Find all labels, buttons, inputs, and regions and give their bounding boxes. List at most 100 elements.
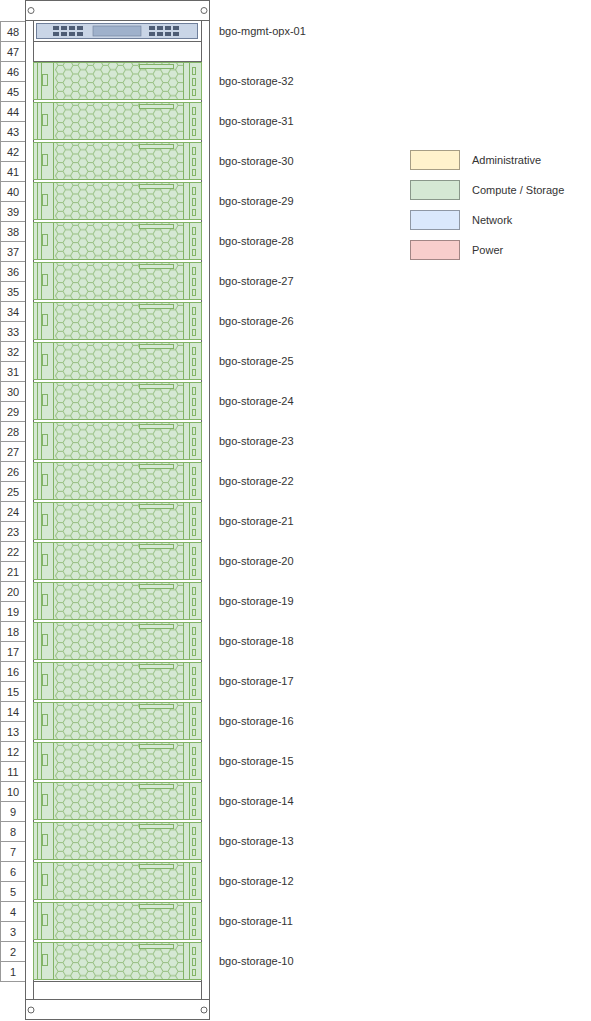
server-led — [193, 410, 196, 416]
server-handle — [43, 475, 48, 486]
storage-server: bgo-storage-28 — [33, 221, 333, 261]
server-divider — [183, 383, 184, 419]
server-illustration — [33, 101, 202, 141]
server-grille — [55, 143, 183, 179]
server-divider — [183, 743, 184, 779]
storage-server: bgo-storage-23 — [33, 421, 333, 461]
server-ear — [189, 463, 190, 499]
server-led — [193, 690, 196, 696]
server-chassis — [34, 743, 202, 780]
unit-number: 27 — [7, 446, 19, 458]
unit-number: 6 — [10, 866, 16, 878]
server-label-holder: bgo-storage-18 — [219, 621, 294, 661]
unit-number-cell: 34 — [0, 301, 25, 321]
server-led — [193, 919, 196, 926]
server-bar — [140, 785, 174, 789]
server-divider — [53, 263, 54, 299]
server-divider — [183, 223, 184, 259]
server-chassis — [34, 703, 202, 740]
server-ear — [189, 583, 190, 619]
server-chassis — [34, 503, 202, 540]
storage-server: bgo-storage-15 — [33, 741, 333, 781]
unit-number-cell: 11 — [0, 761, 25, 781]
storage-server: bgo-storage-19 — [33, 581, 333, 621]
server-divider — [53, 863, 54, 899]
unit-number-cell: 16 — [0, 661, 25, 681]
server-port — [157, 32, 163, 36]
server-illustration — [33, 821, 202, 861]
server-ear — [37, 743, 38, 779]
server-chassis — [34, 943, 202, 980]
server-chassis — [34, 223, 202, 260]
server-label-holder: bgo-storage-31 — [219, 101, 294, 141]
legend-swatch — [410, 210, 460, 230]
server-ear — [41, 383, 42, 419]
server-divider — [53, 223, 54, 259]
server-chassis — [34, 383, 202, 420]
server-led — [193, 588, 196, 595]
unit-number: 37 — [7, 246, 19, 258]
unit-number: 23 — [7, 526, 19, 538]
unit-number: 32 — [7, 346, 19, 358]
unit-number: 13 — [7, 726, 19, 738]
server-label: bgo-storage-16 — [219, 715, 294, 727]
server-chassis — [34, 543, 202, 580]
server-handle — [43, 395, 48, 406]
server-divider — [53, 63, 54, 99]
server-ear — [37, 823, 38, 859]
server-panel — [93, 26, 141, 36]
server-led — [193, 679, 196, 686]
unit-number-cell: 28 — [0, 421, 25, 441]
server-label: bgo-storage-25 — [219, 355, 294, 367]
server-handle — [43, 595, 48, 606]
storage-server: bgo-storage-10 — [33, 941, 333, 981]
server-led — [193, 850, 196, 856]
server-ear — [41, 743, 42, 779]
server-ear — [41, 423, 42, 459]
server-led — [193, 268, 196, 275]
unit-number: 48 — [7, 26, 19, 38]
server-ear — [37, 103, 38, 139]
server-label: bgo-storage-10 — [219, 955, 294, 967]
unit-number: 43 — [7, 126, 19, 138]
server-grille — [55, 463, 183, 499]
server-handle — [43, 515, 48, 526]
unit-number-cell: 6 — [0, 861, 25, 881]
server-label: bgo-mgmt-opx-01 — [219, 25, 306, 37]
storage-server: bgo-storage-14 — [33, 781, 333, 821]
server-illustration — [33, 781, 202, 821]
server-led — [193, 708, 196, 715]
server-ear — [189, 863, 190, 899]
server-led — [193, 948, 196, 955]
server-divider — [53, 183, 54, 219]
server-ear — [189, 623, 190, 659]
server-grille — [55, 223, 183, 259]
server-led — [193, 308, 196, 315]
server-led — [193, 170, 196, 176]
unit-number-cell: 25 — [0, 481, 25, 501]
rack-screw — [201, 1007, 207, 1013]
server-led — [193, 68, 196, 75]
server-illustration — [33, 741, 202, 781]
server-divider — [183, 463, 184, 499]
server-label: bgo-storage-30 — [219, 155, 294, 167]
unit-number: 34 — [7, 306, 19, 318]
server-ear — [189, 103, 190, 139]
unit-number-cell: 46 — [0, 61, 25, 81]
server-label-holder: bgo-storage-12 — [219, 861, 294, 901]
server-led — [193, 188, 196, 195]
server-chassis — [34, 903, 202, 940]
server-ear — [37, 903, 38, 939]
server-led — [193, 748, 196, 755]
server-label: bgo-storage-31 — [219, 115, 294, 127]
server-ear — [189, 143, 190, 179]
server-led — [193, 330, 196, 336]
server-grille — [55, 583, 183, 619]
server-divider — [53, 903, 54, 939]
server-ear — [37, 423, 38, 459]
unit-number-cell: 13 — [0, 721, 25, 741]
unit-number-cell: 5 — [0, 881, 25, 901]
server-led — [193, 839, 196, 846]
unit-number: 33 — [7, 326, 19, 338]
unit-number-cell: 36 — [0, 261, 25, 281]
